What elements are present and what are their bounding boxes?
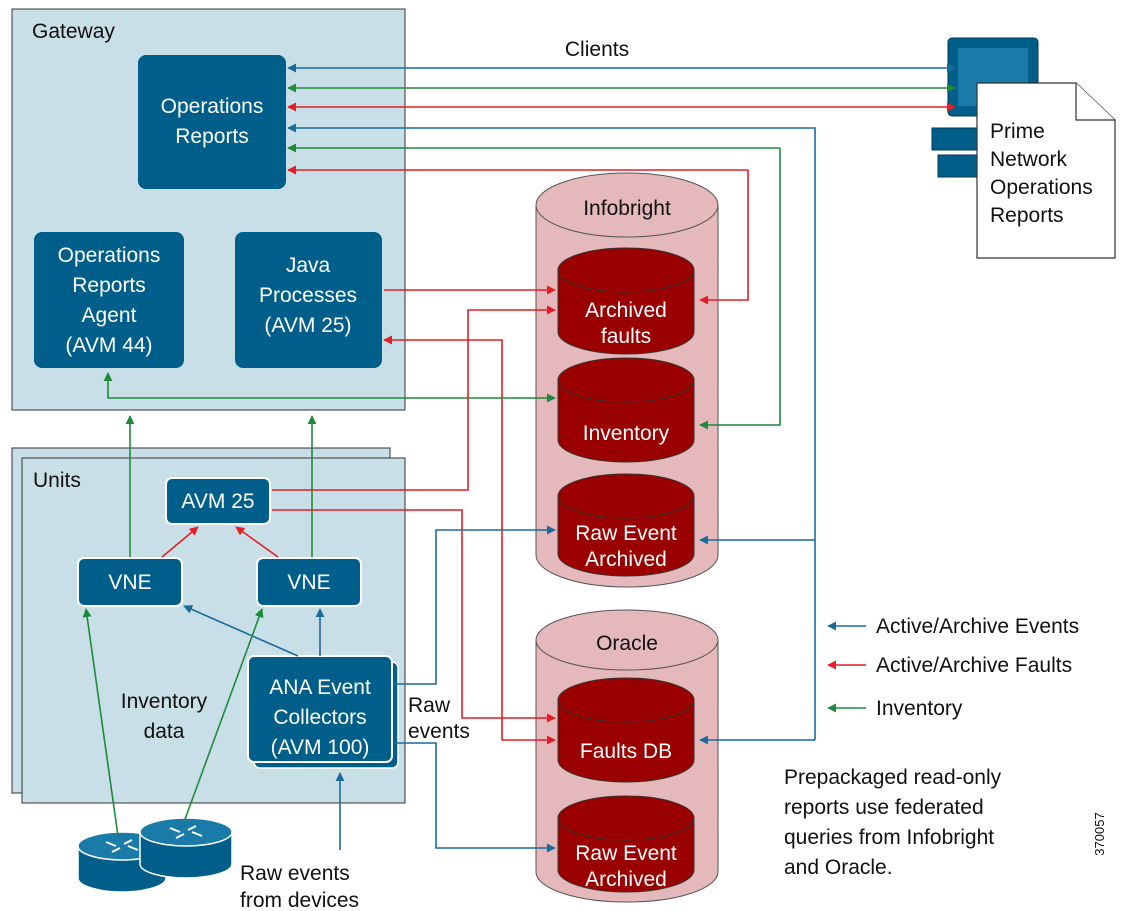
oracle-raw-line-2: Archived: [585, 868, 667, 891]
raw-events-line-2: events: [408, 720, 470, 743]
inventory-db: Inventory: [557, 357, 695, 463]
legend: Active/Archive Events Active/Archive Fau…: [827, 615, 1079, 720]
prime-line-3: Operations: [990, 176, 1093, 199]
gateway-title: Gateway: [32, 20, 115, 43]
router-icon-front: [139, 817, 233, 879]
connectors: [82, 63, 956, 853]
faults-db-label: Faults DB: [580, 740, 672, 763]
ana-line-1: ANA Event: [269, 676, 371, 699]
agent-line-4: (AVM 44): [65, 334, 152, 357]
raw-events-devices-line-2: from devices: [240, 889, 359, 911]
vne-right-box: VNE: [256, 557, 362, 607]
java-line-3: (AVM 25): [264, 314, 351, 337]
java-processes-box: Java Processes (AVM 25): [235, 232, 382, 368]
prime-line-1: Prime: [990, 120, 1045, 143]
faults-db-to-java: [383, 335, 503, 718]
infobright-raw-event-db: Raw Event Archived: [557, 473, 695, 577]
legend-faults: Active/Archive Faults: [876, 654, 1072, 677]
note-line-1: Prepackaged read-only: [784, 766, 1002, 789]
agent-line-2: Reports: [72, 274, 146, 297]
ana-event-collectors-box: ANA Event Collectors (AVM 100): [247, 655, 399, 769]
inventory-data-line-1: Inventory: [121, 690, 208, 713]
archived-faults-db: Archived faults: [557, 247, 695, 355]
infobright-title: Infobright: [583, 197, 671, 220]
vne-right-label: VNE: [287, 571, 330, 594]
legend-inventory: Inventory: [876, 697, 963, 720]
raw-events-devices-line-1: Raw events: [240, 862, 350, 885]
infobright-raw-line-1: Raw Event: [575, 522, 677, 545]
vne-left-label: VNE: [108, 571, 151, 594]
oracle-raw-line-1: Raw Event: [575, 842, 677, 865]
oracle-title: Oracle: [596, 632, 658, 655]
inventory-to-reports: [699, 148, 781, 430]
java-line-1: Java: [286, 254, 331, 277]
note-line-4: and Oracle.: [784, 856, 893, 879]
agent-line-1: Operations: [58, 244, 161, 267]
vne-right-to-avm25: [235, 526, 279, 558]
router-front-to-vne-right: [183, 608, 264, 823]
ana-line-2: Collectors: [273, 706, 366, 729]
vne-left-to-avm25: [161, 526, 199, 558]
avm25-unit-box: AVM 25: [165, 477, 271, 525]
operations-reports-agent-box: Operations Reports Agent (AVM 44): [34, 232, 184, 368]
avm25-unit-label: AVM 25: [181, 490, 254, 513]
operations-reports-line-2: Reports: [175, 125, 249, 148]
note-line-2: reports use federated: [784, 796, 984, 819]
ana-to-infobright-raw: [394, 525, 556, 685]
inventory-data-line-2: data: [144, 720, 185, 743]
java-line-2: Processes: [259, 284, 357, 307]
operations-reports-line-1: Operations: [161, 95, 264, 118]
router-back-to-vne-left: [82, 608, 119, 837]
reports-events-query: [287, 123, 816, 740]
ana-line-3: (AVM 100): [271, 736, 370, 759]
clients-label: Clients: [565, 38, 629, 61]
oracle-raw-event-db: Raw Event Archived: [557, 795, 695, 893]
agent-line-3: Agent: [82, 304, 137, 327]
legend-events: Active/Archive Events: [876, 615, 1079, 638]
agent-inventory-link: [103, 372, 556, 403]
avm25-faults-to-oracle: [272, 509, 556, 723]
units-title: Units: [33, 469, 81, 492]
infobright-raw-line-2: Archived: [585, 548, 667, 571]
avm25-faults-to-archived: [272, 305, 556, 491]
archived-faults-line-2: faults: [601, 325, 651, 348]
operations-reports-box: Operations Reports: [138, 55, 286, 189]
note-line-3: queries from Infobright: [784, 826, 994, 849]
note: Prepackaged read-only reports use federa…: [784, 766, 1002, 879]
prime-line-2: Network: [990, 148, 1068, 171]
figure-id: 370057: [1092, 812, 1107, 855]
archived-faults-to-reports: [699, 170, 749, 305]
report-document-icon: Prime Network Operations Reports: [976, 82, 1116, 259]
faults-db: Faults DB: [557, 677, 695, 783]
inventory-db-label: Inventory: [583, 422, 670, 445]
archived-faults-line-1: Archived: [585, 299, 667, 322]
prime-line-4: Reports: [990, 204, 1064, 227]
vne-left-box: VNE: [77, 557, 183, 607]
ana-to-oracle-raw: [394, 742, 556, 853]
ana-to-vne-left: [183, 605, 299, 657]
raw-events-line-1: Raw: [408, 694, 451, 717]
faults-db-second-link: [501, 718, 556, 745]
